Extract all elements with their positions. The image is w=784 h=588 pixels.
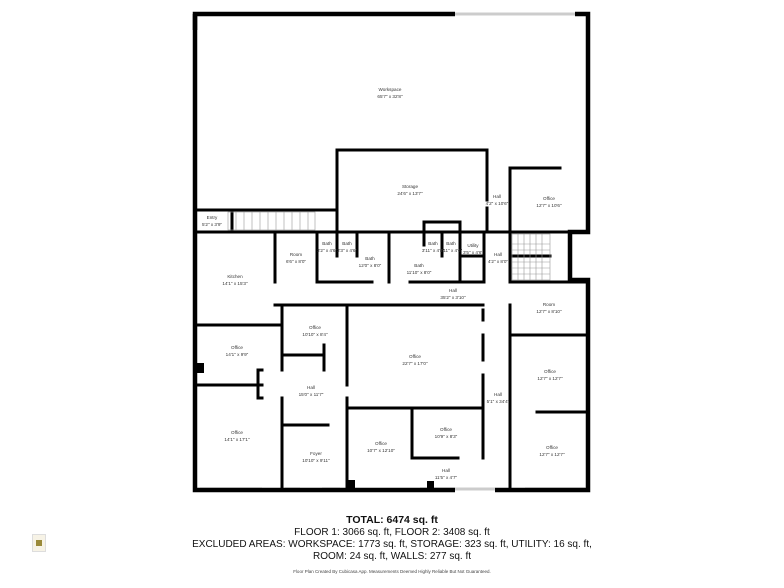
svg-text:Room: Room — [543, 302, 555, 307]
svg-text:15'0" x 11'7": 15'0" x 11'7" — [299, 392, 324, 397]
svg-text:5'2" x 3'9": 5'2" x 3'9" — [202, 222, 222, 227]
floor-areas: FLOOR 1: 3066 sq. ft, FLOOR 2: 3408 sq. … — [294, 527, 490, 538]
svg-text:Hall: Hall — [494, 392, 502, 397]
svg-text:Hall: Hall — [493, 194, 501, 199]
room-office-c: Office 14'1" x 17'1" — [224, 430, 250, 442]
interior-walls — [193, 148, 590, 492]
room-workspace: Workspace 65'7" x 32'8" — [377, 87, 403, 99]
room-kitchen: Kitchen 14'1" x 15'3" — [222, 274, 248, 286]
room-bath-4: Bath 11'10" x 8'0" — [407, 263, 432, 275]
svg-text:Bath: Bath — [414, 263, 424, 268]
svg-text:Hall: Hall — [307, 385, 315, 390]
exterior-walls — [192, 11, 591, 493]
room-hall-long: Hall 35'2" x 3'10" — [440, 288, 466, 300]
svg-text:6'6" x 8'0": 6'6" x 8'0" — [286, 259, 306, 264]
svg-text:Office: Office — [309, 325, 321, 330]
svg-text:11'5" x 4'7": 11'5" x 4'7" — [435, 475, 458, 480]
svg-text:10'9" x 8'3": 10'9" x 8'3" — [435, 434, 458, 439]
svg-text:4'2" x 8'0": 4'2" x 8'0" — [488, 259, 508, 264]
svg-text:Office: Office — [544, 369, 556, 374]
room-office-d: Office 10'9" x 8'3" — [435, 427, 458, 439]
excluded-areas-line-2: ROOM: 24 sq. ft, WALLS: 277 sq. ft — [312, 551, 472, 562]
svg-text:Office: Office — [231, 345, 243, 350]
stairs-right — [511, 233, 551, 281]
svg-text:3'11" x 4'6": 3'11" x 4'6" — [440, 248, 463, 253]
room-bath-5: Bath 3'11" x 4'6" — [422, 241, 445, 253]
svg-text:Bath: Bath — [342, 241, 352, 246]
room-bath-6: Bath 3'11" x 4'6" — [440, 241, 463, 253]
svg-text:14'1" x 17'1": 14'1" x 17'1" — [224, 437, 250, 442]
room-hall-vert: Hall 5'1" x 34'4" — [487, 392, 510, 404]
room-foyer: Foyer 10'10" x 9'11" — [302, 451, 330, 463]
svg-text:12'7" x 8'10": 12'7" x 8'10" — [536, 309, 562, 314]
svg-text:10'10" x 8'4": 10'10" x 8'4" — [302, 332, 328, 337]
room-office-b: Office 14'1" x 9'9" — [226, 345, 249, 357]
room-utility: Utility 3'5" x 4'6" — [463, 243, 483, 255]
svg-text:3'5" x 4'6": 3'5" x 4'6" — [463, 250, 483, 255]
svg-text:Hall: Hall — [494, 252, 502, 257]
room-office-e: Office 10'7" x 12'10" — [367, 441, 395, 453]
room-office-big: Office 22'7" x 17'0" — [402, 354, 428, 366]
svg-text:10'7" x 12'10": 10'7" x 12'10" — [367, 448, 395, 453]
svg-text:Bath: Bath — [322, 241, 332, 246]
svg-text:Storage: Storage — [402, 184, 419, 189]
svg-text:3'11" x 4'6": 3'11" x 4'6" — [422, 248, 445, 253]
svg-text:Hall: Hall — [449, 288, 457, 293]
room-bath-2: Bath 3'3" x 4'6" — [337, 241, 357, 253]
svg-text:65'7" x 32'8": 65'7" x 32'8" — [377, 94, 403, 99]
svg-text:Utility: Utility — [467, 243, 479, 248]
svg-text:Office: Office — [546, 445, 558, 450]
svg-text:14'1" x 15'3": 14'1" x 15'3" — [222, 281, 248, 286]
stairs-entry — [227, 211, 316, 231]
room-hall-mid: Hall 15'0" x 11'7" — [299, 385, 324, 397]
svg-text:Office: Office — [409, 354, 421, 359]
svg-text:Workspace: Workspace — [379, 87, 402, 92]
total-area: TOTAL: 6474 sq. ft — [346, 514, 438, 526]
room-small: Room 6'6" x 8'0" — [286, 252, 306, 264]
svg-text:10'10" x 9'11": 10'10" x 9'11" — [302, 458, 330, 463]
svg-text:Hall: Hall — [442, 468, 450, 473]
windows — [200, 12, 585, 491]
svg-text:5'1" x 34'4": 5'1" x 34'4" — [487, 399, 510, 404]
excluded-areas-line-1: EXCLUDED AREAS: WORKSPACE: 1773 sq. ft, … — [192, 539, 592, 550]
svg-text:Kitchen: Kitchen — [227, 274, 243, 279]
room-hall-top: Hall 4'2" x 10'6" — [486, 194, 509, 206]
svg-text:Office: Office — [231, 430, 243, 435]
disclaimer: Floor Plan Created By Cubicasa App. Meas… — [293, 569, 491, 574]
svg-text:Foyer: Foyer — [310, 451, 322, 456]
room-office-a: Office 10'10" x 8'4" — [302, 325, 328, 337]
svg-text:Bath: Bath — [365, 256, 375, 261]
room-office-r1: Office 12'7" x 12'7" — [537, 369, 563, 381]
svg-text:Office: Office — [543, 196, 555, 201]
company-logo — [32, 534, 46, 552]
room-storage: Storage 24'6" x 13'7" — [397, 184, 423, 196]
svg-text:Office: Office — [375, 441, 387, 446]
room-hall-stair: Hall 4'2" x 8'0" — [488, 252, 508, 264]
room-right: Room 12'7" x 8'10" — [536, 302, 562, 314]
svg-text:Office: Office — [440, 427, 452, 432]
room-bath-3: Bath 12'0" x 8'0" — [359, 256, 382, 268]
room-entry: Entry 5'2" x 3'9" — [202, 215, 222, 227]
svg-text:3'3" x 4'6": 3'3" x 4'6" — [337, 248, 357, 253]
svg-text:24'6" x 13'7": 24'6" x 13'7" — [397, 191, 423, 196]
svg-text:Bath: Bath — [446, 241, 456, 246]
svg-text:22'7" x 17'0": 22'7" x 17'0" — [402, 361, 428, 366]
svg-text:12'7" x 12'7": 12'7" x 12'7" — [539, 452, 565, 457]
room-hall-bottom: Hall 11'5" x 4'7" — [435, 468, 458, 480]
svg-text:11'10" x 8'0": 11'10" x 8'0" — [407, 270, 432, 275]
svg-text:Entry: Entry — [207, 215, 218, 220]
floor-plan: Workspace 65'7" x 32'8" Storage 24'6" x 13… — [192, 11, 591, 493]
svg-text:4'2" x 10'6": 4'2" x 10'6" — [486, 201, 509, 206]
svg-text:12'7" x 10'6": 12'7" x 10'6" — [536, 203, 562, 208]
svg-text:Bath: Bath — [428, 241, 438, 246]
svg-text:Room: Room — [290, 252, 302, 257]
room-office-top-right: Office 12'7" x 10'6" — [536, 196, 562, 208]
room-office-r2: Office 12'7" x 12'7" — [539, 445, 565, 457]
svg-text:12'0" x 8'0": 12'0" x 8'0" — [359, 263, 382, 268]
svg-text:35'2" x 3'10": 35'2" x 3'10" — [440, 295, 466, 300]
room-bath-1: Bath 3'2" x 4'6" — [317, 241, 337, 253]
svg-text:12'7" x 12'7": 12'7" x 12'7" — [537, 376, 563, 381]
svg-text:3'2" x 4'6": 3'2" x 4'6" — [317, 248, 337, 253]
svg-text:14'1" x 9'9": 14'1" x 9'9" — [226, 352, 249, 357]
